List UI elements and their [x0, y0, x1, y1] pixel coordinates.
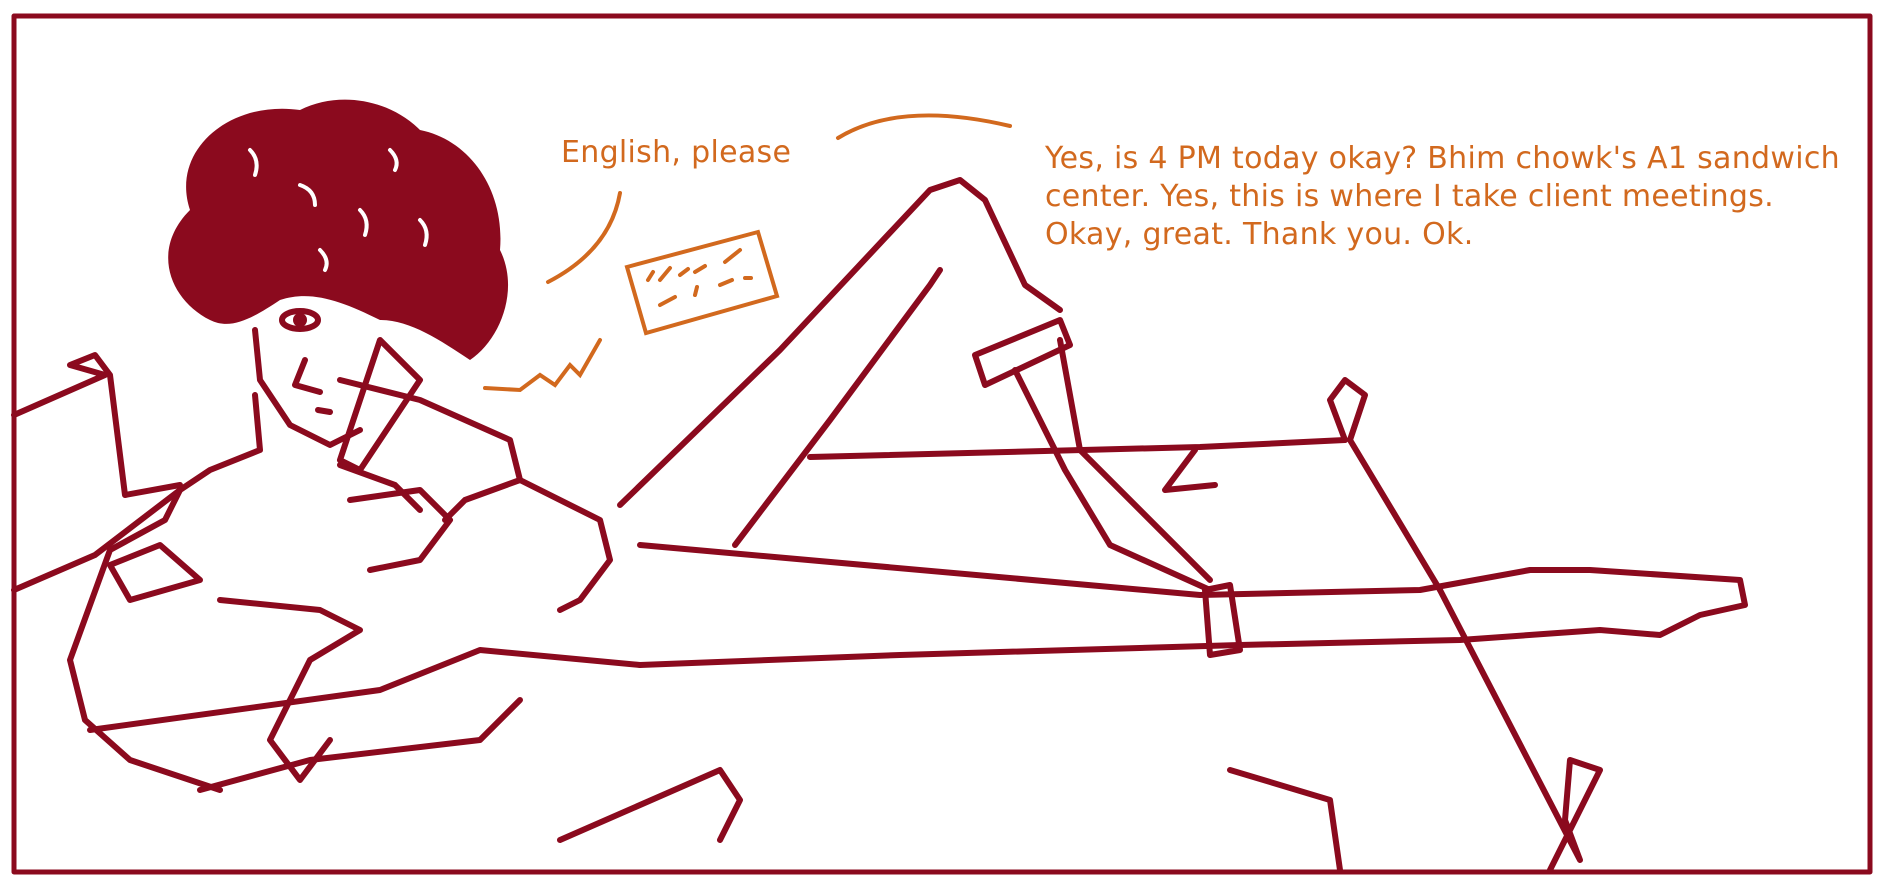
phone-signal-card-icon	[624, 229, 780, 336]
character-body	[67, 377, 643, 793]
speech-marks	[483, 113, 1012, 393]
legs-illustration	[617, 177, 1748, 668]
panel-border	[11, 13, 1873, 875]
hair-highlights	[248, 148, 429, 272]
caption-english-please: English, please	[561, 135, 792, 170]
character-hair	[168, 99, 509, 360]
caption-phone-dialogue: Yes, is 4 PM today okay? Bhim chowk's A1…	[1045, 141, 1840, 252]
character-face	[252, 308, 423, 473]
bed-illustration	[11, 352, 1603, 873]
